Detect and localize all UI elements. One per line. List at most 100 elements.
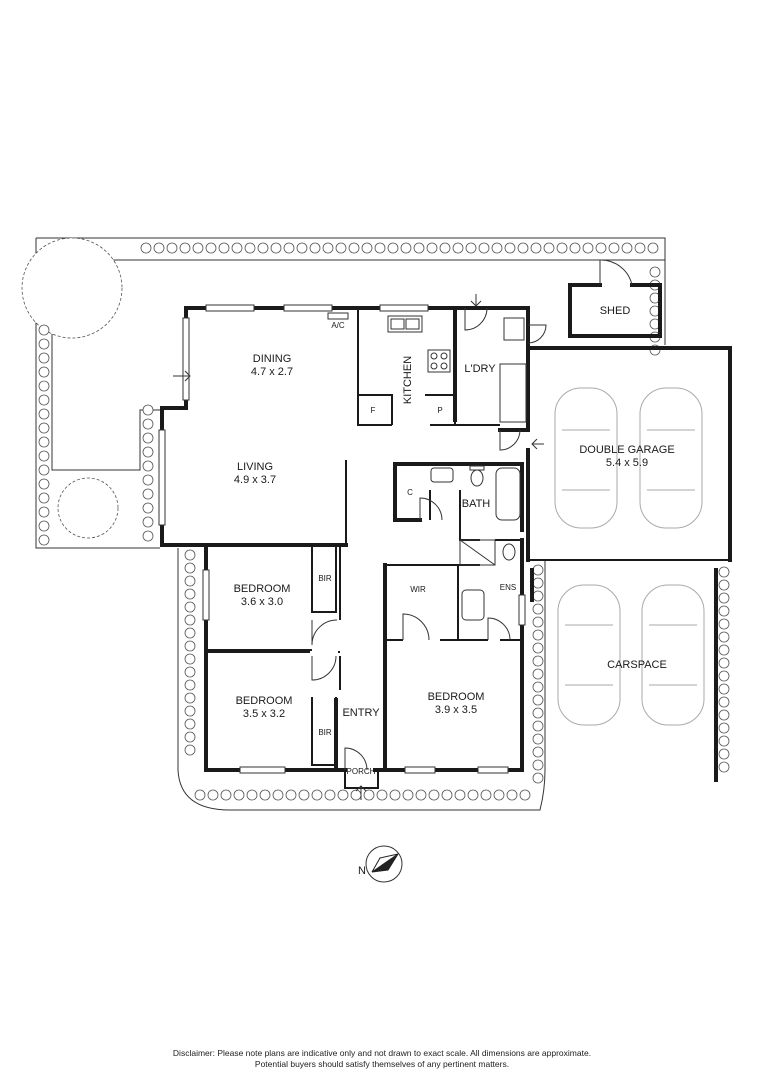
shrub: [718, 683, 730, 695]
bedroom2-dims: 3.5 x 3.2: [243, 708, 285, 720]
shrub: [244, 242, 256, 254]
shrub: [142, 502, 154, 514]
porch-label: PORCH: [347, 767, 376, 776]
bedroom3-dims: 3.9 x 3.5: [435, 704, 477, 716]
shrub: [595, 242, 607, 254]
shrub: [184, 601, 196, 613]
shrub: [621, 242, 633, 254]
shrub: [532, 616, 544, 628]
shrub: [184, 640, 196, 652]
shrub: [608, 242, 620, 254]
shrub: [532, 668, 544, 680]
shrub: [532, 759, 544, 771]
shrub: [38, 464, 50, 476]
shrub: [532, 694, 544, 706]
shrub: [142, 404, 154, 416]
shrub: [38, 380, 50, 392]
shrub: [532, 772, 544, 784]
living-label: LIVING: [237, 461, 273, 473]
shrub: [532, 655, 544, 667]
room-labels: DINING 4.7 x 2.7 LIVING 4.9 x 3.7 KITCHE…: [234, 305, 675, 776]
shrub: [452, 242, 464, 254]
shrub: [38, 394, 50, 406]
shrub: [38, 422, 50, 434]
shrub: [532, 577, 544, 589]
shrub: [166, 242, 178, 254]
shrub: [718, 709, 730, 721]
shrub: [718, 644, 730, 656]
shrub: [153, 242, 165, 254]
shrub: [192, 242, 204, 254]
shrub: [38, 436, 50, 448]
cupboard-label: C: [407, 488, 413, 497]
shrub: [517, 242, 529, 254]
entry-label: ENTRY: [342, 707, 380, 719]
shrub: [38, 450, 50, 462]
laundry-fixtures: [499, 317, 527, 423]
shrub: [184, 627, 196, 639]
shrub: [184, 718, 196, 730]
shrub: [426, 242, 438, 254]
shrub: [718, 748, 730, 760]
tree-large: [21, 237, 123, 339]
disclaimer-line-2: Potential buyers should satisfy themselv…: [254, 1059, 510, 1069]
shrub: [309, 242, 321, 254]
garage-label: DOUBLE GARAGE: [579, 444, 674, 456]
shrub: [184, 731, 196, 743]
shrub: [184, 692, 196, 704]
shrub: [376, 789, 388, 801]
shrub: [569, 242, 581, 254]
shrub: [441, 789, 453, 801]
shrub: [270, 242, 282, 254]
shrub: [259, 789, 271, 801]
shrub: [38, 492, 50, 504]
bir2-label: BIR: [318, 728, 332, 737]
shrub: [363, 789, 375, 801]
shrub: [718, 631, 730, 643]
shrub: [142, 516, 154, 528]
shrub: [718, 592, 730, 604]
shrub: [532, 603, 544, 615]
shrub: [142, 474, 154, 486]
shrub: [389, 789, 401, 801]
shrub: [532, 681, 544, 693]
shrub: [718, 605, 730, 617]
shrub: [718, 735, 730, 747]
shrub: [532, 564, 544, 576]
carspace-label: CARSPACE: [607, 659, 667, 671]
bedroom1-label: BEDROOM: [234, 583, 291, 595]
shrub-rows: [38, 242, 730, 801]
shrub: [718, 761, 730, 773]
shrub: [184, 653, 196, 665]
shrub: [480, 789, 492, 801]
garage-cars: [554, 387, 705, 726]
shrub: [532, 642, 544, 654]
shrub: [428, 789, 440, 801]
shrub: [184, 575, 196, 587]
shrub: [718, 670, 730, 682]
bath-label: BATH: [462, 498, 491, 510]
fridge-label: F: [371, 406, 376, 415]
shrub: [454, 789, 466, 801]
shrub: [194, 789, 206, 801]
laundry-label: L'DRY: [464, 363, 496, 375]
shrub: [38, 478, 50, 490]
shrub: [374, 242, 386, 254]
shrub: [207, 789, 219, 801]
shrub: [400, 242, 412, 254]
shrub: [257, 242, 269, 254]
shrub: [348, 242, 360, 254]
shrub: [532, 746, 544, 758]
shrub: [233, 789, 245, 801]
shrub: [415, 789, 427, 801]
shrub: [142, 488, 154, 500]
shrub: [184, 666, 196, 678]
shrub: [478, 242, 490, 254]
shrub: [649, 266, 661, 278]
disclaimer-line-1: Disclaimer: Please note plans are indica…: [172, 1048, 592, 1058]
shrub: [556, 242, 568, 254]
shrub: [285, 789, 297, 801]
kitchen-fixtures: [327, 312, 451, 373]
shrub: [205, 242, 217, 254]
